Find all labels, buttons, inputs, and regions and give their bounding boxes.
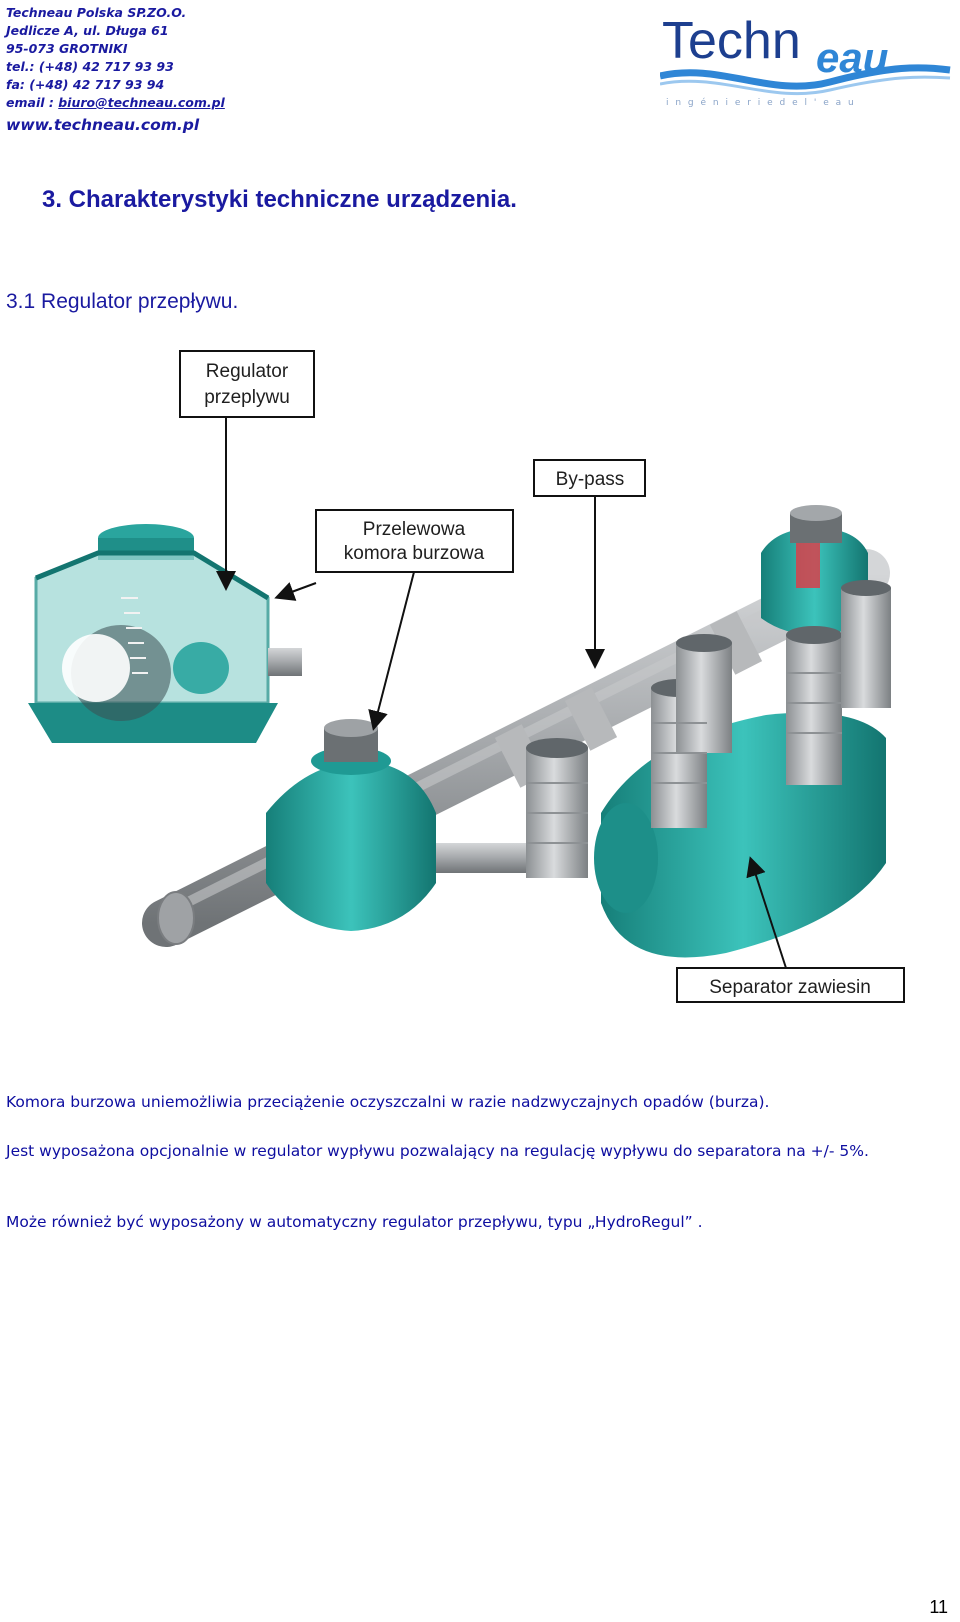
- letterhead: Techneau Polska SP.ZO.O. Jedlicze A, ul.…: [6, 4, 306, 137]
- section-heading: 3. Charakterystyki techniczne urządzenia…: [42, 186, 517, 213]
- paragraph-3: Może również być wyposażony w automatycz…: [6, 1213, 703, 1231]
- email-prefix: email :: [6, 95, 59, 110]
- riser-cylinders: [526, 580, 891, 878]
- callout-storm-chamber: Przelewowa komora burzowa: [274, 509, 514, 731]
- system-diagram: Regulator przeplywu By-pass Przelewowa k…: [6, 343, 931, 1056]
- callout-regulator: Regulator przeplywu: [179, 350, 315, 591]
- company-email-line: email : biuro@techneau.com.pl: [6, 94, 306, 112]
- callout-separator-label: Separator zawiesin: [709, 977, 871, 998]
- email-link[interactable]: biuro@techneau.com.pl: [58, 95, 225, 110]
- techneau-logo: Techn eau i n g é n i e r i e d e l ' e …: [660, 12, 951, 108]
- storm-overflow-chamber: [266, 719, 526, 931]
- company-fax: fa: (+48) 42 717 93 94: [6, 77, 165, 92]
- callout-regulator-line2: przeplywu: [204, 387, 290, 408]
- paragraph-1: Komora burzowa uniemożliwia przeciążenie…: [6, 1093, 770, 1111]
- flow-regulator-chamber: [28, 524, 302, 743]
- callout-bypass-label: By-pass: [556, 469, 625, 490]
- callout-regulator-line1: Regulator: [206, 361, 289, 382]
- paragraph-2: Jest wyposażona opcjonalnie w regulator …: [6, 1142, 869, 1160]
- logo-wave: [660, 64, 951, 90]
- callout-separator: Separator zawiesin: [676, 856, 905, 1003]
- company-name: Techneau Polska SP.ZO.O.: [6, 5, 187, 20]
- logo-wave-light: [660, 75, 951, 96]
- company-address: Jedlicze A, ul. Długa 61: [6, 23, 169, 38]
- callout-storm-line1: Przelewowa: [363, 519, 466, 540]
- callout-storm-line2: komora burzowa: [344, 543, 485, 564]
- callout-bypass: By-pass: [533, 459, 646, 669]
- logo-text-techn: Techn: [662, 12, 801, 70]
- page-number: 11: [929, 1597, 948, 1617]
- company-phone: tel.: (+48) 42 717 93 93: [6, 59, 174, 74]
- subsection-heading: 3.1 Regulator przepływu.: [6, 290, 239, 313]
- logo-tagline: i n g é n i e r i e d e l ' e a u: [666, 97, 856, 108]
- company-postal: 95-073 GROTNIKI: [6, 41, 128, 56]
- separator-tank: [594, 712, 886, 958]
- website-link[interactable]: www.techneau.com.pl: [6, 116, 200, 134]
